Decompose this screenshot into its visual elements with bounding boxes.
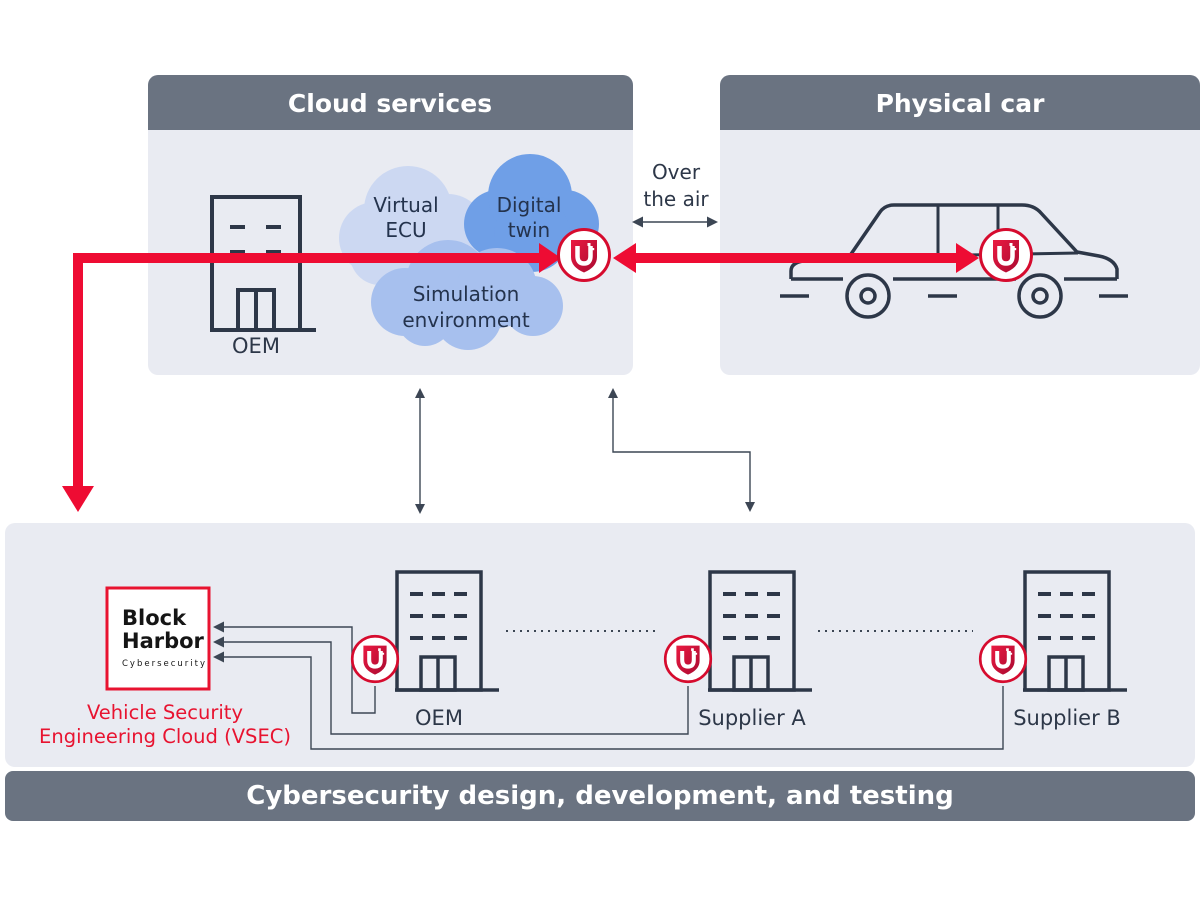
ota-label-2: the air bbox=[643, 187, 709, 211]
building-supplier-b: Supplier B bbox=[1013, 570, 1128, 730]
supplier-a-label: Supplier A bbox=[698, 706, 806, 730]
red-arrow-main bbox=[62, 243, 561, 512]
virtual-ecu-label-2: ECU bbox=[385, 218, 426, 242]
vsec-label: Vehicle Security Engineering Cloud (VSEC… bbox=[39, 701, 291, 748]
car-panel-body bbox=[720, 75, 1200, 375]
over-the-air: Over the air bbox=[632, 160, 718, 228]
oem-bottom-label: OEM bbox=[415, 706, 463, 730]
vsec-shield-icon-cloud bbox=[559, 230, 610, 281]
office-building-icon bbox=[210, 195, 316, 332]
digital-twin-label-2: twin bbox=[508, 218, 550, 242]
vsec-shield-icon-car bbox=[981, 230, 1032, 281]
vsec-shield-icon-supplier-a bbox=[665, 636, 711, 682]
cloud-shape-icon bbox=[371, 240, 563, 350]
supplier-b-label: Supplier B bbox=[1013, 706, 1121, 730]
simulation-label-1: Simulation bbox=[413, 282, 520, 306]
vsec-panel-body bbox=[5, 523, 1195, 767]
physical-car-panel: Physical car bbox=[720, 75, 1200, 375]
vsec-shield-icon-oem bbox=[352, 636, 398, 682]
vsec-shield-icon-supplier-b bbox=[980, 636, 1026, 682]
cloud-panel-title: Cloud services bbox=[288, 89, 492, 118]
footer-title: Cybersecurity design, development, and t… bbox=[246, 781, 954, 811]
logo-line-2: Harbor bbox=[122, 629, 205, 653]
connector-supplier-a bbox=[213, 636, 689, 735]
ota-double-arrow-icon bbox=[632, 216, 718, 228]
connector-oem bbox=[213, 621, 376, 714]
car-panel-title: Physical car bbox=[876, 89, 1046, 118]
vsec-panel: Cybersecurity design, development, and t… bbox=[5, 523, 1195, 821]
logo-line-1: Block bbox=[122, 606, 187, 630]
block-harbor-logo: Block Harbor Cybersecurity bbox=[105, 586, 211, 691]
oem-top-label: OEM bbox=[232, 334, 280, 358]
red-arrow-badges bbox=[613, 243, 979, 273]
simulation-environment-cloud: Simulation environment bbox=[371, 240, 563, 350]
oem-building-top bbox=[210, 195, 316, 332]
virtual-ecu-label-1: Virtual bbox=[373, 193, 438, 217]
sync-arrow-right bbox=[608, 388, 755, 512]
vsec-label-2: Engineering Cloud (VSEC) bbox=[39, 725, 291, 748]
simulation-label-2: environment bbox=[402, 308, 530, 332]
connector-supplier-b bbox=[213, 651, 1004, 750]
building-oem: OEM bbox=[395, 570, 500, 730]
footer-bar bbox=[5, 771, 1195, 821]
digital-twin-label-1: Digital bbox=[497, 193, 562, 217]
building-supplier-a: Supplier A bbox=[698, 570, 813, 730]
logo-box bbox=[105, 586, 211, 691]
sync-arrow-left bbox=[415, 388, 425, 514]
ota-label-1: Over bbox=[652, 160, 701, 184]
vsec-label-1: Vehicle Security bbox=[87, 701, 243, 724]
logo-line-3: Cybersecurity bbox=[122, 659, 207, 669]
